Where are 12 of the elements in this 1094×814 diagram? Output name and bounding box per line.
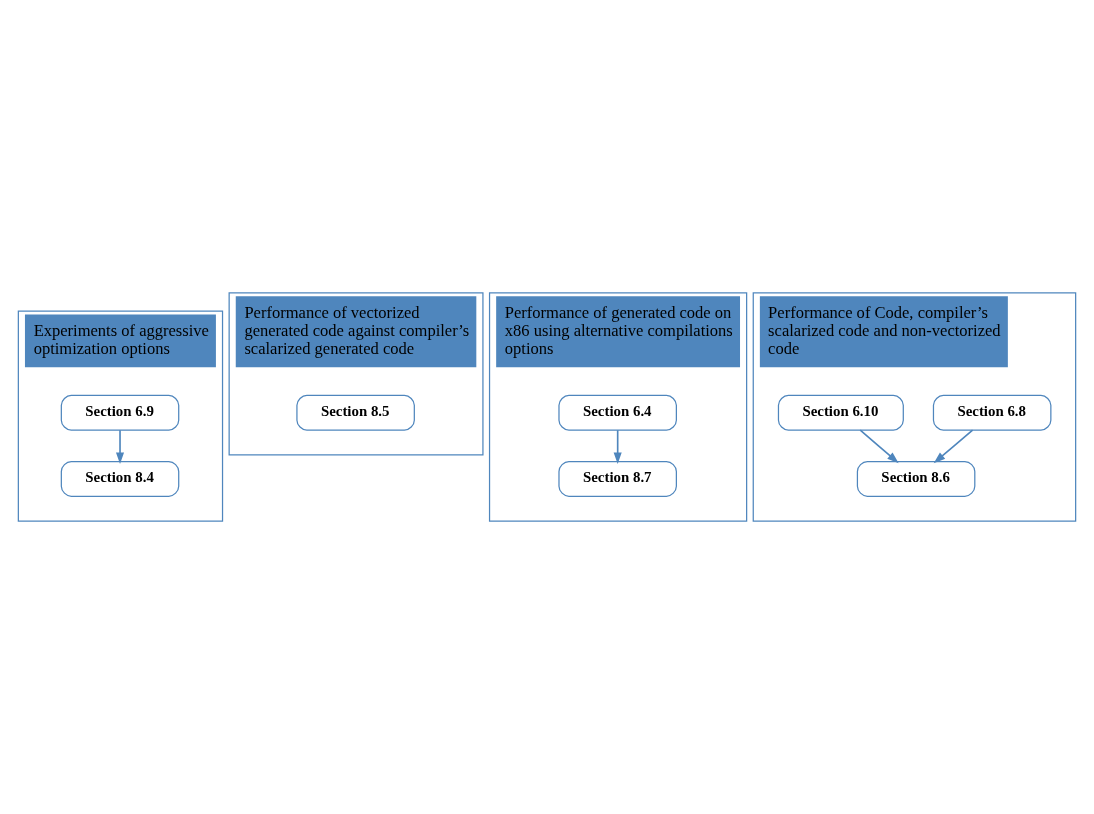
arrow: [613, 429, 622, 465]
node-box: Section 8.6: [856, 460, 976, 497]
node-box: Section 6.10: [777, 394, 904, 431]
node-box: Section 6.9: [60, 394, 180, 431]
node-box: Section 8.5: [296, 394, 415, 431]
node-box: Section 6.4: [558, 394, 677, 431]
node-box: Section 6.8: [932, 394, 1052, 431]
node-box: Section 8.4: [60, 460, 180, 497]
node-box: Section 8.7: [558, 460, 677, 497]
arrow: [933, 429, 974, 464]
arrow: [859, 429, 899, 464]
arrow: [115, 429, 125, 465]
